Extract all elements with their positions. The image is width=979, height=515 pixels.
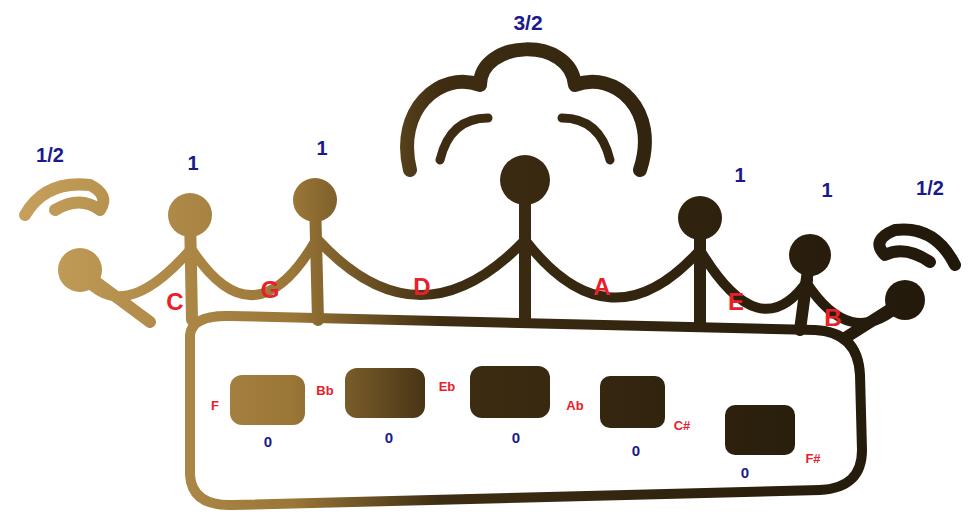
ratio-number: 0 <box>264 434 272 449</box>
crown-pearl <box>789 234 831 276</box>
crown-stem <box>80 180 905 338</box>
band-slot <box>725 405 795 455</box>
note-name: D <box>413 275 430 299</box>
crown-pearl <box>168 193 212 237</box>
ratio-number: 1 <box>734 165 745 185</box>
ratio-number: 1/2 <box>36 145 64 165</box>
ratio-number: 0 <box>385 430 393 445</box>
note-name: Bb <box>316 384 333 397</box>
note-name: Ab <box>566 399 583 412</box>
ratio-number: 0 <box>632 443 640 458</box>
crown-pearl <box>58 248 102 292</box>
note-name: F <box>211 399 219 412</box>
crown-arch <box>440 118 610 160</box>
ratio-number: 1 <box>187 153 198 173</box>
note-name: E <box>728 290 744 314</box>
ratio-number: 3/2 <box>513 12 542 33</box>
crown-pearl <box>678 196 722 240</box>
note-name: C# <box>674 419 691 432</box>
note-name: A <box>593 275 610 299</box>
crown-bowl <box>80 240 900 323</box>
ratio-number: 0 <box>512 430 520 445</box>
crown-pearl <box>885 280 925 320</box>
note-name: G <box>261 278 280 302</box>
ratio-number: 1 <box>316 138 327 158</box>
note-name: B <box>824 306 841 330</box>
crown-hook <box>879 229 955 265</box>
note-name: Eb <box>439 380 456 393</box>
note-name: C <box>166 290 183 314</box>
band-slot <box>470 366 550 418</box>
crown-hook <box>25 184 103 215</box>
band-slot <box>230 375 305 425</box>
crown-pearl <box>293 178 337 222</box>
crown-pearl <box>500 155 550 205</box>
ratio-number: 0 <box>741 465 749 480</box>
band-slot <box>600 376 665 428</box>
ratio-number: 1/2 <box>916 178 944 198</box>
crown-band <box>190 316 862 505</box>
band-slot <box>345 368 425 418</box>
crown-arch <box>407 49 645 170</box>
note-name: F# <box>805 452 820 465</box>
ratio-number: 1 <box>821 180 832 200</box>
